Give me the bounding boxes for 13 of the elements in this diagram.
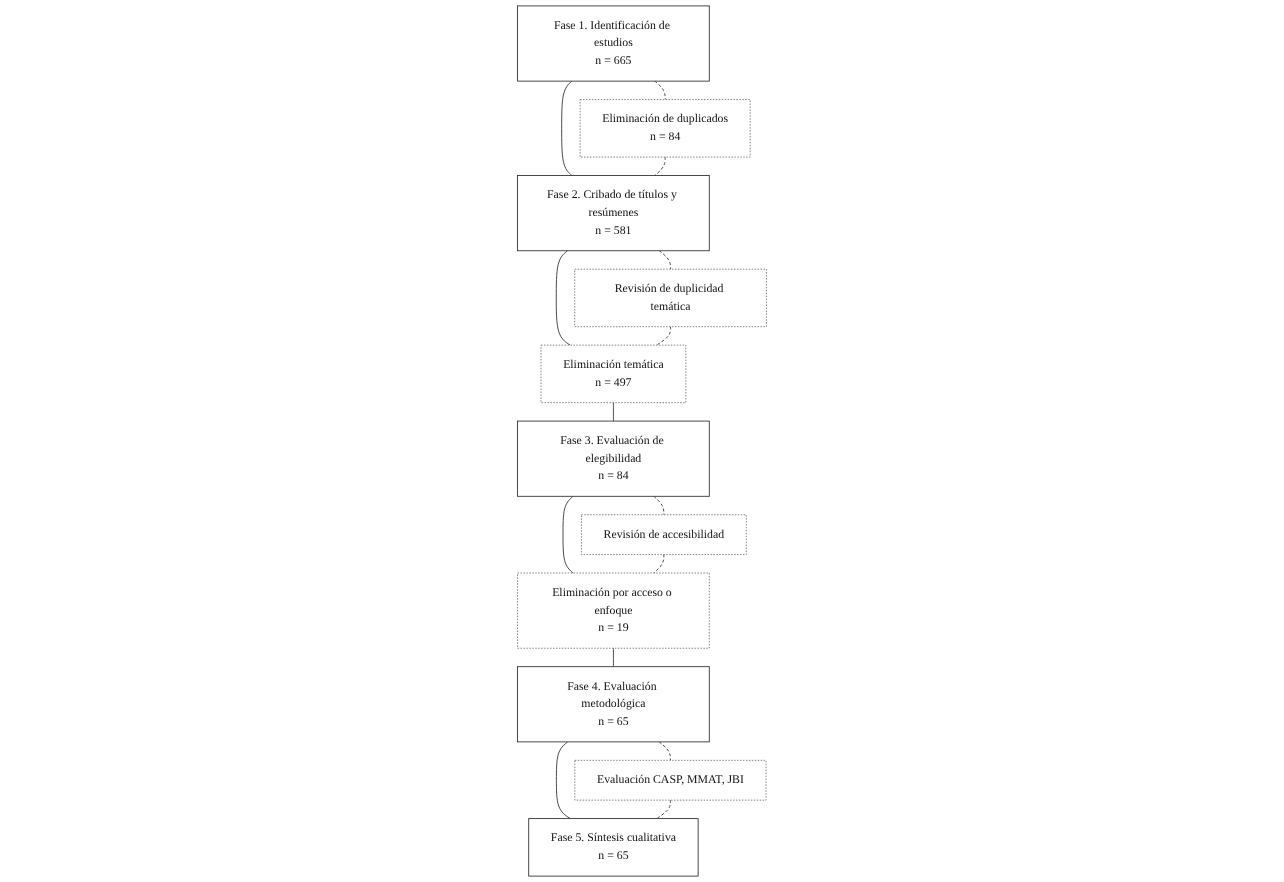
connector bbox=[555, 741, 571, 820]
connector bbox=[658, 250, 672, 270]
connector bbox=[654, 80, 666, 100]
connector bbox=[654, 156, 666, 176]
connector bbox=[612, 402, 614, 422]
connector bbox=[653, 495, 665, 516]
connector bbox=[656, 799, 671, 820]
connector bbox=[658, 741, 671, 761]
connector bbox=[562, 495, 574, 574]
connector bbox=[612, 647, 614, 668]
connector bbox=[561, 80, 573, 176]
connector bbox=[653, 554, 665, 574]
connector bbox=[656, 326, 672, 346]
